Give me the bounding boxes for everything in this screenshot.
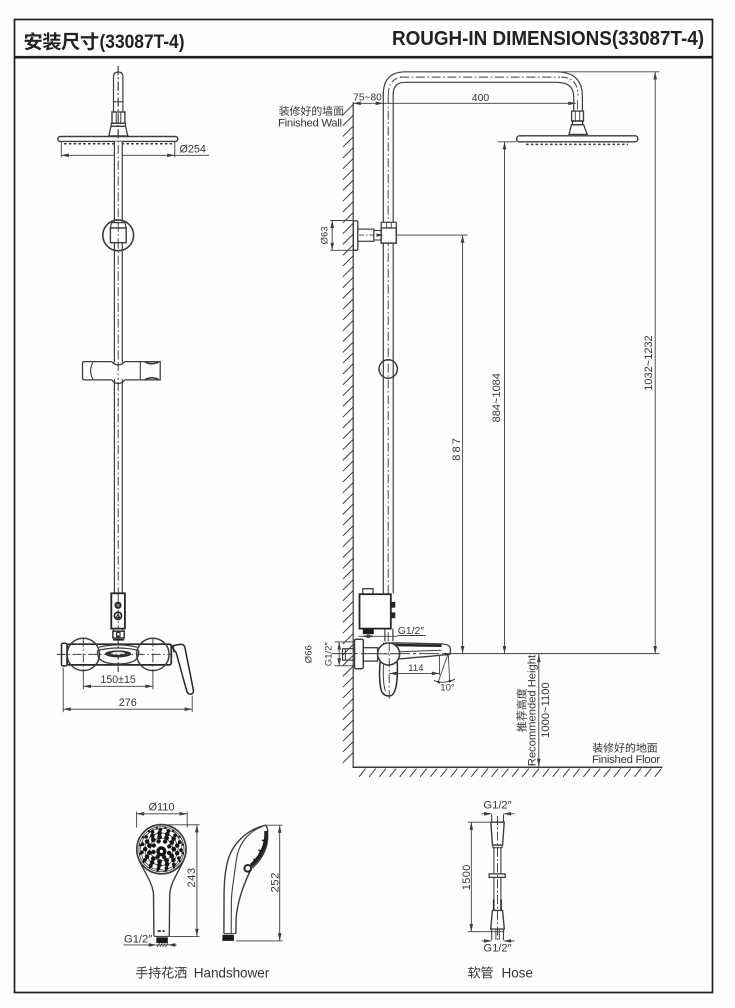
svg-text:G1/2″: G1/2″ [398, 626, 425, 637]
svg-text:G1/2″: G1/2″ [124, 933, 152, 945]
svg-text:ROUGH-IN DIMENSIONS(33087T-4): ROUGH-IN DIMENSIONS(33087T-4) [392, 27, 704, 50]
svg-text:114: 114 [408, 663, 424, 674]
svg-text:Handshower: Handshower [194, 966, 270, 981]
svg-text:Hose: Hose [502, 966, 533, 981]
svg-text:Recommended Height: Recommended Height [526, 654, 538, 766]
svg-text:1032~1232: 1032~1232 [643, 335, 655, 390]
svg-text:1000~1100: 1000~1100 [540, 682, 552, 737]
svg-text:G1/2″: G1/2″ [483, 800, 511, 812]
svg-text:276: 276 [119, 697, 137, 709]
svg-text:252: 252 [269, 872, 281, 892]
svg-text:75~80: 75~80 [353, 93, 382, 104]
svg-text:Ø110: Ø110 [148, 802, 174, 814]
svg-text:Ø66: Ø66 [303, 645, 314, 663]
svg-text:G1/2″: G1/2″ [323, 642, 334, 667]
svg-text:(33087T-4): (33087T-4) [100, 31, 185, 53]
svg-text:243: 243 [186, 867, 198, 887]
svg-text:1500: 1500 [461, 864, 473, 890]
svg-text:400: 400 [472, 92, 490, 104]
svg-text:887: 887 [451, 436, 463, 461]
svg-text:10°: 10° [440, 682, 455, 693]
svg-text:Ø63: Ø63 [320, 226, 331, 244]
svg-text:Finished Floor: Finished Floor [592, 754, 660, 766]
svg-text:Finished Wall: Finished Wall [278, 117, 342, 129]
svg-text:Ø254: Ø254 [180, 144, 206, 156]
svg-text:884~1084: 884~1084 [491, 373, 503, 422]
svg-text:G1/2″: G1/2″ [483, 942, 511, 954]
svg-text:150±15: 150±15 [100, 674, 135, 686]
